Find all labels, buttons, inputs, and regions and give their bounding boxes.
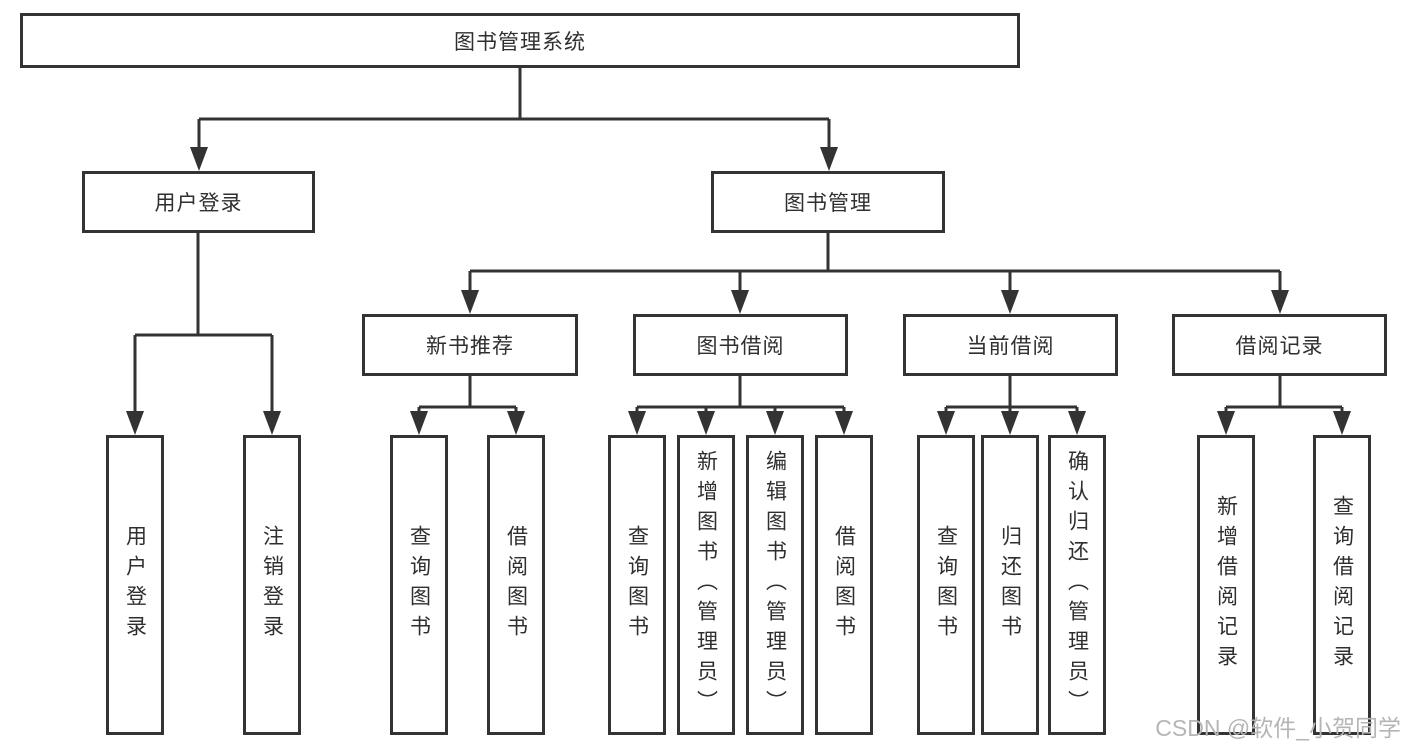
node-label: 注销登录 bbox=[260, 525, 284, 645]
leaf-logout: 注销登录 bbox=[243, 435, 301, 735]
connector-current-borrow-branch bbox=[937, 376, 1086, 435]
arrow-head bbox=[410, 411, 428, 435]
node-label: 新增图书（管理员） bbox=[694, 450, 718, 720]
leaf-add-books-admin: 新增图书（管理员） bbox=[677, 435, 735, 735]
arrow-head bbox=[937, 411, 955, 435]
leaf-edit-books-admin: 编辑图书（管理员） bbox=[746, 435, 804, 735]
node-label: 新增借阅记录 bbox=[1214, 495, 1238, 675]
node-current-borrowing: 当前借阅 bbox=[903, 314, 1118, 376]
arrow-head bbox=[1001, 290, 1019, 314]
node-label: 查询图书 bbox=[934, 525, 958, 645]
node-label: 查询图书 bbox=[407, 525, 431, 645]
node-label: 新书推荐 bbox=[426, 335, 514, 358]
connector-borrow-record-branch bbox=[1217, 376, 1351, 435]
node-label: 借阅图书 bbox=[504, 525, 528, 645]
node-label: 编辑图书（管理员） bbox=[763, 450, 787, 720]
node-user-login: 用户登录 bbox=[82, 171, 315, 233]
connector-user-login-branch bbox=[126, 233, 281, 435]
leaf-query-books-1: 查询图书 bbox=[390, 435, 448, 735]
node-root-library-system: 图书管理系统 bbox=[20, 13, 1020, 68]
node-new-book-recommendation: 新书推荐 bbox=[362, 314, 578, 376]
connector-book-management-branch bbox=[461, 233, 1289, 314]
arrow-head bbox=[835, 411, 853, 435]
node-label: 图书管理系统 bbox=[454, 30, 586, 54]
leaf-query-books-3: 查询图书 bbox=[917, 435, 975, 735]
arrow-head bbox=[731, 290, 749, 314]
node-label: 借阅记录 bbox=[1235, 335, 1324, 358]
arrow-head bbox=[507, 411, 525, 435]
arrow-head bbox=[1001, 411, 1019, 435]
node-book-management: 图书管理 bbox=[711, 171, 945, 233]
node-label: 图书管理 bbox=[784, 192, 872, 215]
node-label: 归还图书 bbox=[998, 525, 1022, 645]
connector-root-to-level2 bbox=[190, 68, 838, 171]
leaf-add-borrow-record: 新增借阅记录 bbox=[1197, 435, 1255, 735]
arrow-head bbox=[190, 147, 208, 171]
leaf-query-borrow-record: 查询借阅记录 bbox=[1313, 435, 1371, 735]
connector-book-borrow-branch bbox=[628, 376, 853, 435]
node-label: 图书借阅 bbox=[696, 335, 785, 358]
arrow-head bbox=[126, 411, 144, 435]
arrow-head bbox=[628, 411, 646, 435]
leaf-confirm-return-admin: 确认归还（管理员） bbox=[1048, 435, 1106, 735]
node-label: 当前借阅 bbox=[966, 335, 1055, 358]
arrow-head bbox=[263, 411, 281, 435]
node-label: 确认归还（管理员） bbox=[1065, 450, 1089, 720]
arrow-head bbox=[820, 147, 838, 171]
leaf-borrow-books-2: 借阅图书 bbox=[815, 435, 873, 735]
leaf-query-books-2: 查询图书 bbox=[608, 435, 666, 735]
arrow-head bbox=[1068, 411, 1086, 435]
node-label: 用户登录 bbox=[154, 192, 243, 215]
leaf-return-books: 归还图书 bbox=[981, 435, 1039, 735]
arrow-head bbox=[1217, 411, 1235, 435]
arrow-head bbox=[1333, 411, 1351, 435]
arrow-head bbox=[1271, 290, 1289, 314]
node-label: 查询图书 bbox=[625, 525, 649, 645]
arrow-head bbox=[461, 290, 479, 314]
node-label: 查询借阅记录 bbox=[1330, 495, 1354, 675]
node-book-borrowing: 图书借阅 bbox=[633, 314, 848, 376]
node-label: 借阅图书 bbox=[832, 525, 856, 645]
connector-new-book-branch bbox=[410, 376, 525, 435]
node-label: 用户登录 bbox=[123, 525, 147, 645]
leaf-borrow-books-1: 借阅图书 bbox=[487, 435, 545, 735]
node-borrowing-records: 借阅记录 bbox=[1172, 314, 1387, 376]
arrow-head bbox=[766, 411, 784, 435]
leaf-user-login: 用户登录 bbox=[106, 435, 164, 735]
arrow-head bbox=[697, 411, 715, 435]
csdn-watermark: CSDN @软件_小贺同学 bbox=[1155, 715, 1401, 741]
